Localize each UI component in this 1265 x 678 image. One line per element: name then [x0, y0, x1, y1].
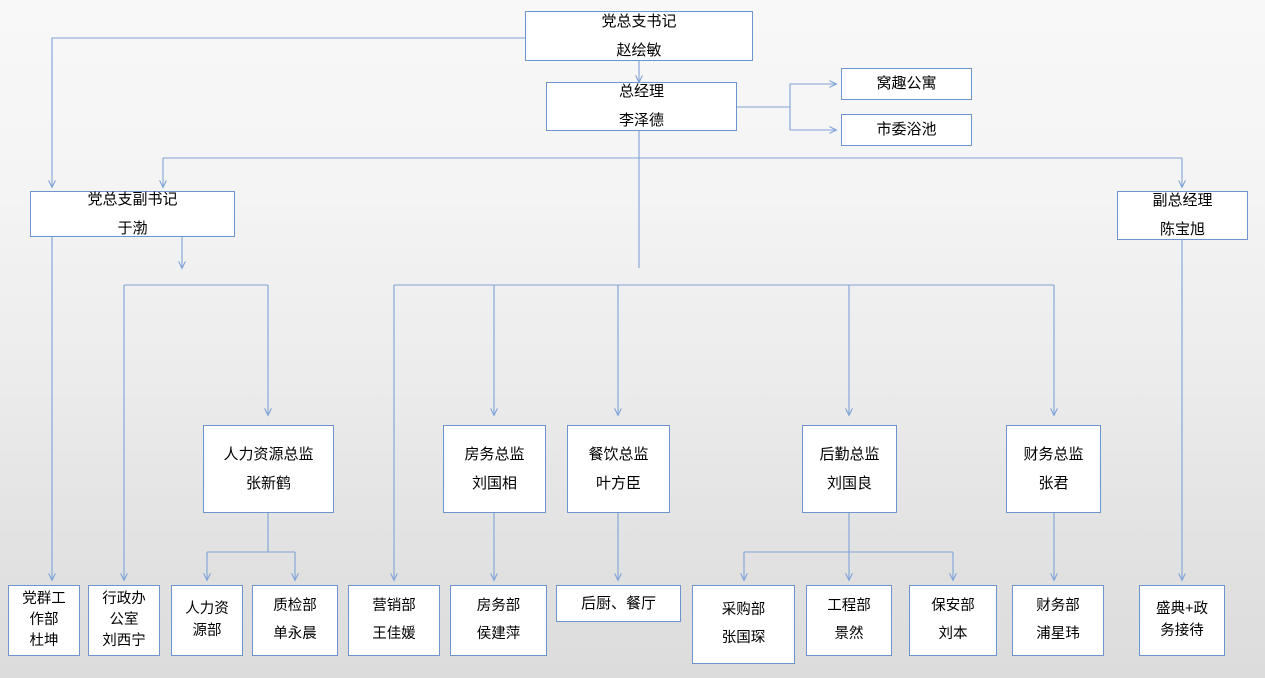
node-woqu-apartment[interactable]: 窝趣公寓 — [841, 68, 972, 100]
node-party-secretary[interactable]: 党总支书记 赵绘敏 — [525, 11, 753, 61]
node-title: 总经理 — [618, 83, 664, 101]
node-person: 单永晨 — [273, 626, 317, 642]
node-logistics-director[interactable]: 后勤总监 刘国良 — [802, 425, 897, 513]
node-person: 刘本 — [938, 626, 968, 642]
node-deputy-party-secretary[interactable]: 党总支副书记 于渤 — [30, 191, 235, 237]
node-rooms-dept[interactable]: 房务部 侯建萍 — [450, 585, 547, 656]
node-person: 赵绘敏 — [616, 41, 662, 59]
wire-secretary-to-deputy-secretary — [48, 37, 525, 189]
node-title: 房务部 — [476, 597, 521, 614]
node-line-2: 务接待 — [1160, 622, 1204, 639]
node-title: 副总经理 — [1152, 192, 1213, 210]
node-person: 张君 — [1038, 474, 1069, 492]
node-line-1: 党群工 — [22, 590, 66, 607]
node-line-1: 行政办 — [102, 590, 146, 607]
node-title: 财务总监 — [1023, 445, 1084, 463]
node-marketing-dept[interactable]: 营销部 王佳媛 — [348, 585, 440, 656]
node-person: 叶方臣 — [595, 474, 641, 492]
node-person: 浦星玮 — [1036, 626, 1080, 642]
node-finance-director[interactable]: 财务总监 张君 — [1006, 425, 1101, 513]
node-finance-dept[interactable]: 财务部 浦星玮 — [1012, 585, 1104, 656]
node-engineering-dept[interactable]: 工程部 景然 — [806, 585, 892, 656]
node-rooms-director[interactable]: 房务总监 刘国相 — [443, 425, 546, 513]
node-title: 党总支书记 — [601, 12, 677, 30]
node-kitchen-restaurant[interactable]: 后厨、餐厅 — [556, 585, 681, 622]
node-title: 后厨、餐厅 — [580, 594, 656, 612]
node-person: 杜坤 — [29, 633, 59, 649]
node-title: 窝趣公寓 — [876, 75, 937, 93]
node-title: 人力资源总监 — [223, 445, 314, 463]
node-title: 财务部 — [1036, 597, 1080, 614]
node-general-manager[interactable]: 总经理 李泽德 — [546, 82, 737, 131]
node-title: 餐饮总监 — [588, 445, 649, 463]
node-title: 采购部 — [721, 601, 766, 618]
node-person: 陈宝旭 — [1159, 221, 1205, 238]
node-line-1: 盛典+政 — [1156, 601, 1208, 618]
node-person: 李泽德 — [618, 112, 664, 129]
node-person: 张国琛 — [721, 630, 766, 646]
node-title: 保安部 — [931, 597, 975, 614]
node-title: 工程部 — [827, 597, 871, 614]
node-quality-dept[interactable]: 质检部 单永晨 — [252, 585, 338, 656]
node-title: 后勤总监 — [819, 445, 880, 463]
node-deputy-general-manager[interactable]: 副总经理 陈宝旭 — [1117, 191, 1248, 240]
node-title: 市委浴池 — [876, 121, 937, 139]
node-title: 房务总监 — [464, 445, 525, 463]
node-person: 刘西宁 — [102, 633, 146, 649]
node-person: 刘国相 — [471, 474, 517, 492]
node-person: 王佳媛 — [372, 626, 416, 642]
node-party-mass-dept[interactable]: 党群工 作部 杜坤 — [8, 585, 80, 656]
wire-gm-to-woqu — [789, 80, 838, 107]
node-hr-dept[interactable]: 人力资 源部 — [171, 585, 243, 656]
node-title: 营销部 — [372, 597, 416, 614]
node-hr-director[interactable]: 人力资源总监 张新鹤 — [203, 425, 334, 513]
node-security-dept[interactable]: 保安部 刘本 — [909, 585, 997, 656]
node-person: 侯建萍 — [476, 626, 521, 642]
node-catering-director[interactable]: 餐饮总监 叶方臣 — [567, 425, 670, 513]
node-line-2: 公室 — [109, 611, 139, 628]
node-purchasing-dept[interactable]: 采购部 张国琛 — [692, 585, 795, 664]
node-person: 张新鹤 — [245, 474, 291, 492]
node-person: 景然 — [834, 626, 864, 642]
node-shiwei-bathhouse[interactable]: 市委浴池 — [841, 114, 972, 146]
node-title: 党总支副书记 — [87, 190, 178, 208]
node-line-1: 人力资 — [185, 601, 229, 618]
node-line-2: 源部 — [192, 622, 222, 639]
node-person: 于渤 — [117, 219, 148, 237]
node-ceremony-reception[interactable]: 盛典+政 务接待 — [1139, 585, 1225, 656]
node-line-2: 作部 — [29, 611, 59, 628]
node-admin-office[interactable]: 行政办 公室 刘西宁 — [88, 585, 160, 656]
wire-gm-to-bathhouse — [789, 107, 838, 134]
node-person: 刘国良 — [826, 474, 872, 492]
node-title: 质检部 — [273, 597, 317, 614]
